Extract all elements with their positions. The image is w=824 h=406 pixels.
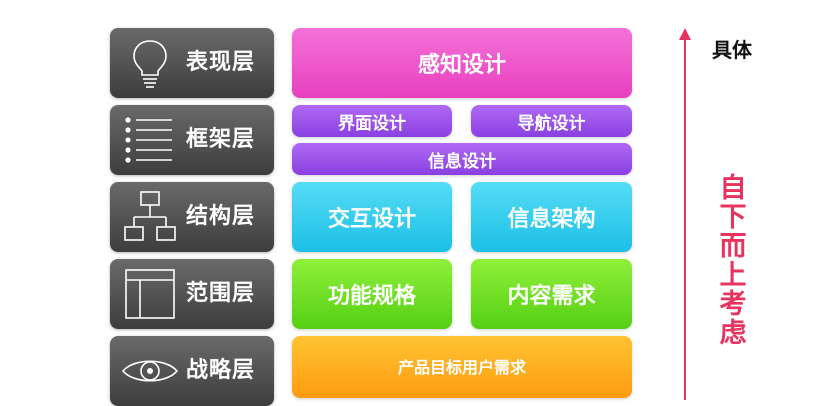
eye-icon [121, 360, 179, 382]
layer-label: 结构层 [186, 204, 256, 229]
bottom-up-char: 考 [719, 289, 747, 320]
concrete-label: 具体 [712, 38, 752, 62]
content-requirements-block: 内容需求 [471, 259, 632, 329]
upward-arrow-icon [679, 28, 691, 400]
interaction-design-block: 交互设计 [292, 182, 452, 252]
layer-skeleton: 框架层 [110, 105, 274, 175]
perception-design-block: 感知设计 [292, 28, 632, 98]
layer-label: 表现层 [186, 50, 256, 75]
layer-label: 框架层 [186, 127, 256, 152]
product-goals-text: 产品目标 [397, 357, 462, 377]
hierarchy-icon [124, 191, 176, 241]
lightbulb-icon [133, 40, 167, 88]
bottom-up-char: 虑 [719, 318, 747, 349]
layer-structure: 结构层 [110, 182, 274, 252]
information-design-block: 信息设计 [292, 143, 632, 175]
strategy-block: 产品目标 用户需求 [292, 336, 632, 398]
navigation-design-block: 导航设计 [471, 105, 632, 137]
functional-spec-block: 功能规格 [292, 259, 452, 329]
bottom-up-char: 自 [719, 173, 747, 204]
layer-surface: 表现层 [110, 28, 274, 98]
layer-label: 战略层 [186, 358, 256, 383]
bottom-up-char: 下 [719, 202, 747, 233]
interface-design-block: 界面设计 [292, 105, 452, 137]
user-needs-text: 用户需求 [462, 357, 527, 377]
layer-label: 范围层 [186, 281, 256, 306]
layout-icon [125, 269, 175, 319]
layer-strategy: 战略层 [110, 336, 274, 406]
list-icon [125, 117, 172, 163]
layer-scope: 范围层 [110, 259, 274, 329]
bottom-up-char: 而 [719, 231, 747, 262]
bottom-up-char: 上 [719, 260, 747, 291]
bottom-up-label: 自 下 而 上 考 虑 [716, 174, 750, 348]
information-architecture-block: 信息架构 [471, 182, 632, 252]
